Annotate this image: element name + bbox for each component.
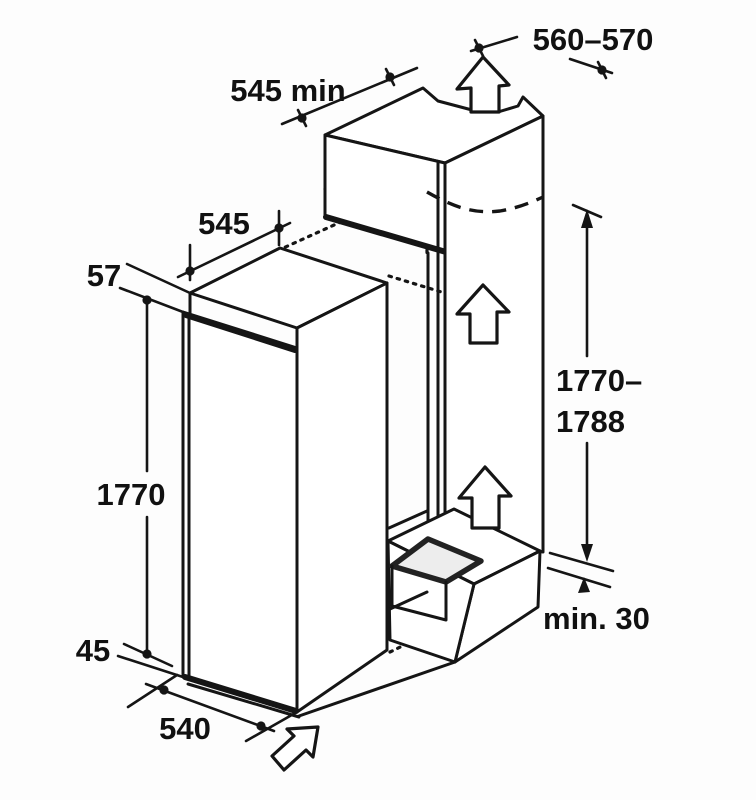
vent-opening-depth-edges	[390, 564, 448, 622]
label-appliance-depth: 545	[198, 206, 250, 241]
appliance-right-face	[295, 281, 389, 714]
insert-direction-arrow-icon	[270, 725, 320, 772]
label-top-clearance: 57	[87, 258, 121, 293]
appliance-door-face	[181, 310, 299, 714]
up-arrowhead	[581, 209, 593, 228]
label-niche-height-line1: 1770–	[556, 363, 642, 398]
dim-tick	[296, 108, 308, 128]
dim-tick	[546, 566, 612, 589]
label-bottom-clearance: 45	[76, 633, 110, 668]
dim-tick	[473, 38, 485, 58]
label-plinth-vent-min: min. 30	[543, 601, 650, 636]
floor-edge	[297, 660, 457, 718]
door-bottom-edge	[182, 674, 299, 714]
dim-appliance-depth	[176, 209, 292, 282]
dim-appliance-width	[126, 673, 299, 743]
label-niche-top-depth: 545 min	[230, 73, 345, 108]
top-box-bottom-edge	[323, 214, 449, 255]
panel-break-line	[426, 190, 544, 214]
dim-tick	[548, 551, 615, 573]
label-appliance-height: 1770	[97, 477, 166, 512]
dim-niche-width	[469, 35, 614, 80]
housing-cabinet	[279, 86, 545, 718]
dim-tick	[384, 67, 396, 87]
airflow-arrows	[270, 55, 513, 772]
plinth-vent-opening	[389, 536, 484, 585]
door-top-edge	[183, 312, 298, 353]
label-niche-height-line2: 1788	[556, 404, 625, 439]
airflow-up-arrow-top-icon	[455, 55, 511, 114]
plinth-hidden-bottom-edge	[388, 590, 429, 611]
dim-tick	[116, 654, 185, 679]
airflow-up-arrow-low-icon	[457, 465, 513, 530]
plinth-hidden-top-edge	[387, 509, 429, 530]
dim-line	[176, 221, 292, 279]
dim-top-clearance	[118, 262, 192, 314]
label-appliance-width: 540	[159, 711, 211, 746]
dim-dot	[256, 721, 266, 731]
up-arrowhead	[578, 577, 590, 593]
dim-dot	[159, 685, 169, 695]
dim-dot	[185, 266, 195, 276]
dimensions	[116, 35, 615, 743]
dim-tick	[122, 642, 174, 668]
appliance-refrigerator	[181, 246, 389, 719]
dim-plinth-vent-gap	[546, 551, 615, 593]
dim-extension	[126, 673, 179, 709]
dim-bottom-clearance	[116, 642, 185, 679]
airflow-up-arrow-mid-icon	[455, 283, 511, 345]
appliance-bottom-front-edge	[186, 682, 301, 719]
down-arrowhead	[581, 544, 593, 562]
plinth-base	[386, 507, 542, 664]
dimension-labels: 545 min 560–570 545 57 1770 45 540 1770–…	[76, 22, 654, 746]
label-niche-width: 560–570	[533, 22, 654, 57]
dim-niche-top-depth	[280, 66, 419, 128]
dim-tick	[125, 262, 192, 295]
dim-extension	[244, 710, 299, 743]
dim-tick	[596, 60, 608, 80]
dim-niche-height	[571, 203, 603, 562]
dim-dot	[274, 223, 284, 233]
